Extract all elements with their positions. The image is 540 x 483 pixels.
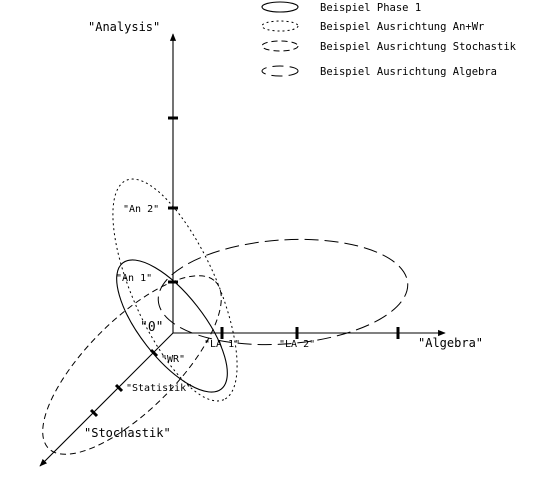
la2-label: "LA 2" [279, 339, 315, 350]
legend-swatch-solid [261, 1, 299, 13]
statistik-label: "Statistik" [126, 383, 192, 394]
legend-label: Beispiel Ausrichtung An+Wr [320, 21, 484, 33]
stochastik-ellipse [42, 275, 222, 455]
la1-label: "LA 1" [204, 339, 240, 350]
origin-label: "0" [140, 320, 163, 335]
analysis-axis-label: "Analysis" [88, 20, 160, 34]
an1-label: "An 1" [116, 273, 152, 284]
legend-item: Beispiel Ausrichtung Algebra [261, 65, 497, 78]
an2-label: "An 2" [123, 204, 159, 215]
algebra-axis-label: "Algebra" [418, 336, 483, 350]
legend-label: Beispiel Ausrichtung Algebra [320, 66, 497, 78]
legend-label: Beispiel Phase 1 [320, 2, 421, 14]
legend-item: Beispiel Phase 1 [261, 1, 421, 14]
algebra-ellipse [157, 238, 409, 346]
stochastik-axis [39, 332, 174, 467]
an-wr-ellipse [112, 178, 238, 402]
stochastik-axis-label: "Stochastik" [84, 426, 171, 440]
legend-item: Beispiel Ausrichtung An+Wr [261, 20, 484, 33]
axis-ticks [89, 116, 400, 418]
legend-swatch-dotted [261, 20, 299, 32]
phase1-ellipse [116, 259, 228, 393]
legend-swatch-long-dash [261, 65, 299, 77]
legend-swatch-short-dash [261, 40, 299, 52]
legend: Beispiel Phase 1 Beispiel Ausrichtung An… [261, 1, 517, 78]
legend-label: Beispiel Ausrichtung Stochastik [320, 41, 517, 53]
wr-label: "WR" [161, 354, 185, 365]
legend-item: Beispiel Ausrichtung Stochastik [261, 40, 517, 53]
